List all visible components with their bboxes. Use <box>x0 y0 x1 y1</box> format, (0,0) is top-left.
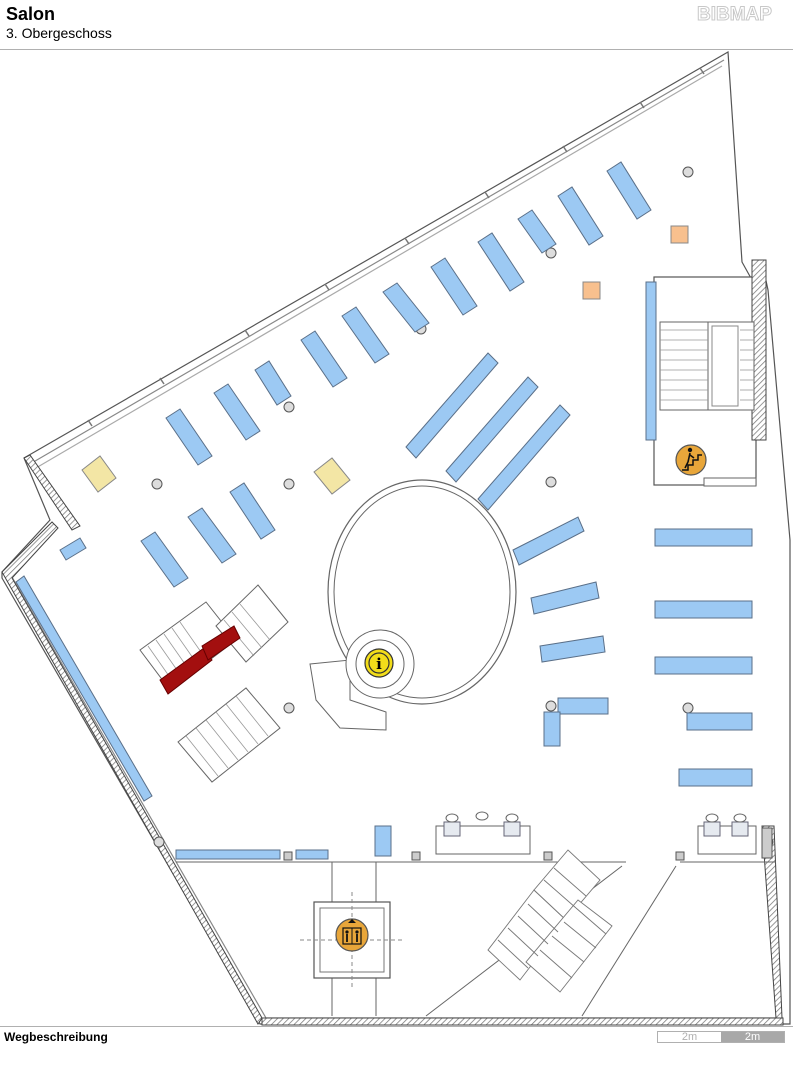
window-mullions <box>87 67 705 427</box>
stairs-person-icon[interactable] <box>675 444 707 476</box>
seating-cushions <box>81 225 689 495</box>
scale-label-right: 2m <box>721 1032 784 1043</box>
reading-tables <box>139 584 289 783</box>
scale-bar: 2m 2m <box>657 1031 785 1043</box>
shelving-units <box>15 161 753 860</box>
bibmap-logo: BIBMAP <box>697 4 773 26</box>
floor-subtitle: 3. Obergeschoss <box>6 25 112 41</box>
stairs-lower <box>487 849 613 993</box>
footer-divider <box>0 1026 793 1027</box>
elevator-icon[interactable] <box>335 918 369 952</box>
header-divider <box>0 49 793 50</box>
computer-workstations <box>435 811 757 855</box>
stairwell-upper <box>645 259 767 487</box>
exterior-wall-right <box>761 825 783 1019</box>
central-oval <box>327 479 517 705</box>
map-header: Salon 3. Obergeschoss BIBMAP <box>0 0 793 50</box>
information-icon[interactable]: i <box>364 648 394 678</box>
pillar-boxes <box>283 827 773 861</box>
lower-room-partitions <box>176 861 776 1017</box>
information-desk <box>309 629 415 731</box>
exterior-wall-left <box>1 521 263 1025</box>
directions-label[interactable]: Wegbeschreibung <box>4 1030 108 1044</box>
scale-label-left: 2m <box>658 1032 721 1043</box>
floor-plan-map[interactable]: i <box>0 50 793 1026</box>
information-glyph: i <box>376 655 382 673</box>
page-title: Salon <box>6 4 56 24</box>
exterior-wall-corner <box>23 454 81 531</box>
exterior-wall-bottom <box>261 1017 784 1026</box>
